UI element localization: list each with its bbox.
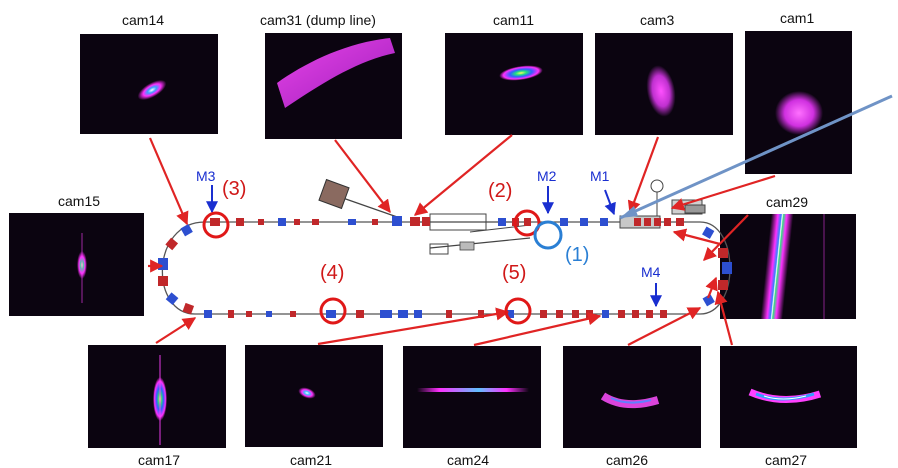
camera-arrows bbox=[148, 134, 776, 347]
monitor-label-m3: M3 bbox=[196, 168, 216, 184]
marker-label-1: (1) bbox=[565, 244, 590, 266]
cam27-image bbox=[720, 346, 857, 448]
cam24-image bbox=[403, 346, 541, 448]
monitor-label-m1: M1 bbox=[590, 168, 610, 184]
cam26-image bbox=[563, 346, 701, 448]
cam21-label: cam21 bbox=[290, 452, 333, 468]
marker-circle-4 bbox=[319, 297, 347, 325]
cam21-image bbox=[245, 345, 383, 447]
marker-label-2: (2) bbox=[488, 180, 513, 202]
magnets-top bbox=[210, 216, 684, 226]
pointer-arrowhead bbox=[620, 206, 638, 218]
marker-label-4: (4) bbox=[320, 262, 345, 284]
marker-circle-2 bbox=[513, 209, 541, 237]
cam17-label: cam17 bbox=[138, 452, 181, 468]
marker-label-3: (3) bbox=[222, 178, 247, 200]
marker-circle-3 bbox=[202, 211, 230, 239]
cam26-label: cam26 bbox=[606, 452, 649, 468]
cam3-label: cam3 bbox=[640, 12, 675, 28]
marker-label-5: (5) bbox=[502, 262, 527, 284]
cam15-label: cam15 bbox=[58, 193, 101, 209]
cam11-image bbox=[445, 33, 583, 135]
cam15-image bbox=[9, 213, 144, 316]
cam31-image bbox=[265, 33, 402, 139]
cam27-label: cam27 bbox=[765, 452, 808, 468]
cam11-label: cam11 bbox=[493, 12, 534, 28]
magnets-bottom bbox=[204, 310, 667, 318]
cam3-image bbox=[595, 33, 733, 135]
cam14-label: cam14 bbox=[122, 12, 165, 28]
cam29-image bbox=[720, 214, 856, 319]
marker-circle-1 bbox=[533, 220, 563, 250]
cam31-label: cam31 (dump line) bbox=[260, 12, 376, 28]
monitor-label-m4: M4 bbox=[641, 264, 661, 280]
monitor-label-m2: M2 bbox=[537, 168, 557, 184]
cam24-label: cam24 bbox=[447, 452, 490, 468]
cam1-image bbox=[745, 31, 852, 174]
cam1-label: cam1 bbox=[780, 10, 815, 26]
cam14-image bbox=[80, 34, 218, 134]
marker-circle-5 bbox=[504, 297, 532, 325]
cam17-image bbox=[88, 345, 226, 448]
cam29-label: cam29 bbox=[766, 194, 809, 210]
